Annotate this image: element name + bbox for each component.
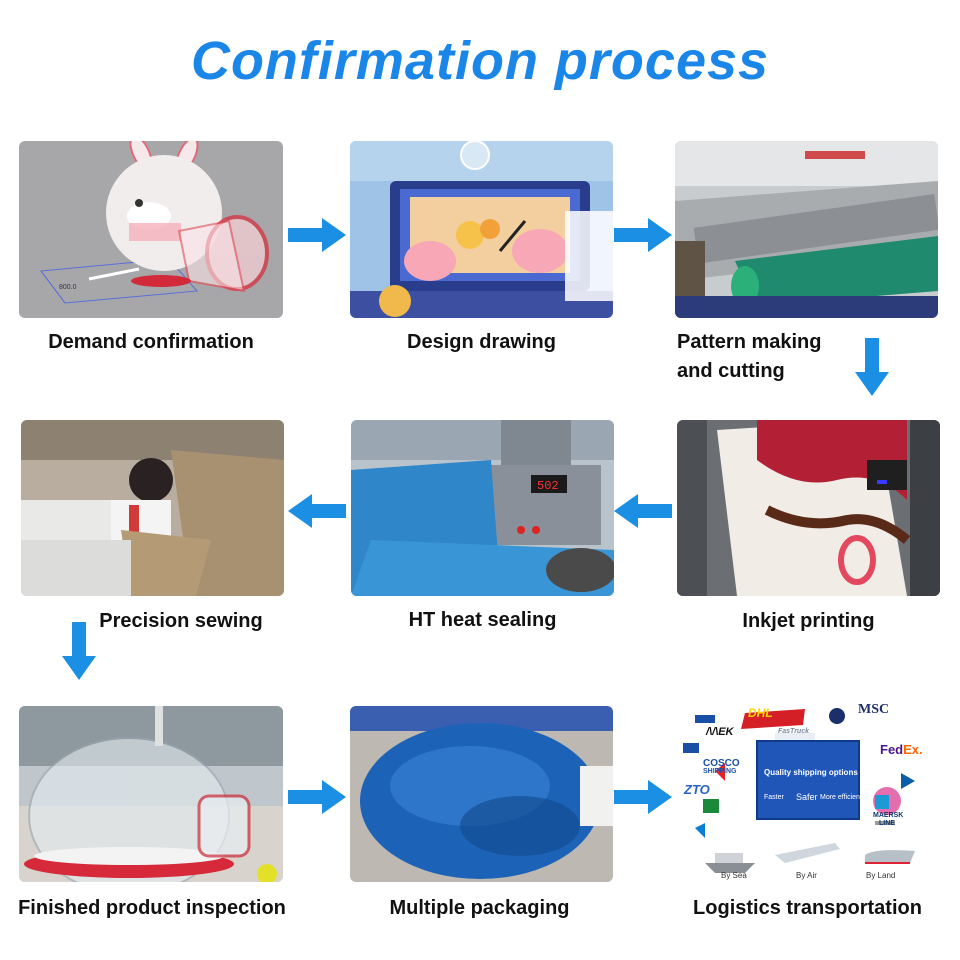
precision-sewing-image <box>21 420 284 596</box>
step-label-finished-product-inspection: Finished product inspection <box>18 897 286 919</box>
demand-confirmation-image: 800.0 <box>19 141 283 318</box>
fedex-fed: Fed <box>880 742 904 757</box>
cosco-shipping-logo: SHIPPING <box>703 768 737 775</box>
shipping-options-panel: Quality shipping options Faster Safer Mo… <box>756 740 862 820</box>
arrow-right-icon <box>288 218 346 252</box>
fedex-ex: Ex. <box>903 742 923 757</box>
safer-label: Safer <box>796 792 818 802</box>
step-label-inkjet-printing: Inkjet printing <box>742 610 875 632</box>
zto-logo: ZTO <box>684 782 710 797</box>
mk-logo: /\/\EK <box>706 726 734 738</box>
step-label-ht-heat-sealing: HT heat sealing <box>408 609 557 631</box>
packaging-image <box>350 706 613 882</box>
maersk-line-logo: LINE <box>879 820 895 827</box>
step-label-logistics-transportation: Logistics transportation <box>693 897 922 919</box>
mode-by-air: By Air <box>796 871 817 880</box>
step-label-design-drawing: Design drawing <box>407 331 556 353</box>
dimension-label: 800.0 <box>59 284 77 291</box>
pattern-cutting-image <box>675 141 938 318</box>
more-efficient-label: More efficient <box>820 794 862 801</box>
arrow-left-icon <box>288 494 346 528</box>
heat-sealing-image: 502 <box>351 420 614 596</box>
msc-logo: MSC <box>858 702 890 717</box>
arrow-down-icon <box>62 622 96 680</box>
step-label-pattern-making-line2: and cutting <box>677 360 785 382</box>
maersk-logo: MAERSK <box>873 812 904 819</box>
cosco-logo: COSCO <box>703 758 740 769</box>
step-label-precision-sewing: Precision sewing <box>99 610 263 632</box>
design-drawing-image <box>350 141 613 318</box>
inkjet-printing-image <box>677 420 940 596</box>
step-label-demand-confirmation: Demand confirmation <box>48 331 254 353</box>
fedex-logo: FedEx. <box>880 742 923 757</box>
step-label-pattern-making-line1: Pattern making <box>677 331 822 353</box>
mode-by-sea: By Sea <box>721 871 747 880</box>
shipping-options-title: Quality shipping options <box>764 768 858 777</box>
arrow-down-icon <box>855 338 889 396</box>
page-title: Confirmation process <box>190 31 770 91</box>
arrow-right-icon <box>614 218 672 252</box>
temperature-readout: 502 <box>537 479 559 493</box>
fastruck-logo: FasTruck <box>778 728 809 735</box>
step-label-multiple-packaging: Multiple packaging <box>389 897 570 919</box>
mode-by-land: By Land <box>866 871 896 880</box>
faster-label: Faster <box>764 794 784 801</box>
dhl-logo: DHL <box>748 706 773 720</box>
arrow-left-icon <box>614 494 672 528</box>
finished-product-image <box>19 706 283 882</box>
arrow-right-icon <box>288 780 346 814</box>
arrow-right-icon <box>614 780 672 814</box>
